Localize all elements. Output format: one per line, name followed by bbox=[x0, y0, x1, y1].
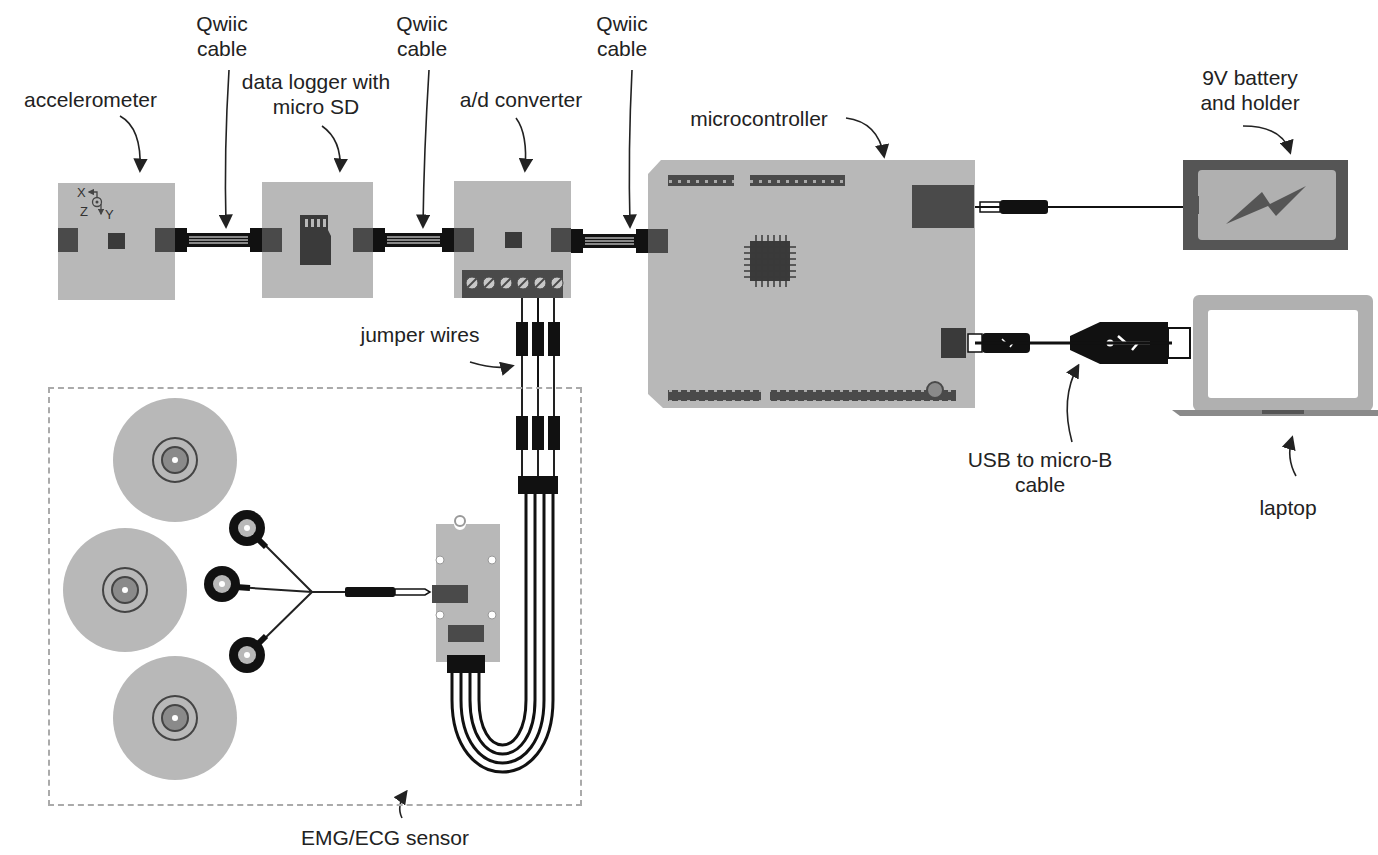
cable-stripe bbox=[387, 243, 440, 244]
cable-label: USB to micro-B cable bbox=[950, 448, 1130, 498]
cable-stripe bbox=[189, 237, 248, 238]
cable-stripe bbox=[585, 244, 634, 245]
jumper-wire bbox=[516, 298, 560, 494]
cable bbox=[373, 233, 454, 247]
part-label: 9V battery and holder bbox=[1185, 66, 1315, 116]
cable bbox=[175, 233, 262, 247]
part-label: EMG/ECG sensor bbox=[285, 826, 485, 851]
sensor-board: accelerometer bbox=[58, 183, 175, 300]
cable-label: jumper wires bbox=[345, 323, 495, 348]
part-label: microcontroller bbox=[674, 107, 844, 132]
cable bbox=[975, 342, 1172, 345]
data-logger-board bbox=[262, 182, 373, 298]
sensor-group: EMG/ECG sensor bbox=[48, 387, 582, 806]
cable-stripe bbox=[585, 241, 634, 242]
usb-plug bbox=[968, 322, 1190, 364]
leader-line bbox=[120, 70, 1296, 818]
cable-label: Qwiic cable bbox=[387, 12, 457, 62]
part-label: a/d converter bbox=[451, 88, 591, 113]
axis-label: Z bbox=[80, 205, 88, 218]
cable bbox=[975, 206, 1183, 208]
controller-board: microcontroller bbox=[648, 160, 975, 408]
laptop-figure bbox=[1172, 295, 1378, 416]
cable-label: Qwiic cable bbox=[587, 12, 657, 62]
cable-stripe bbox=[189, 240, 248, 241]
battery-holder bbox=[1183, 160, 1348, 250]
part-label: laptop bbox=[1248, 496, 1328, 521]
laptop-box: laptop bbox=[1172, 295, 1378, 420]
cable-label: Qwiic cable bbox=[187, 12, 257, 62]
sensor-board bbox=[432, 516, 500, 673]
cable-stripe bbox=[189, 243, 248, 244]
microcontroller-board bbox=[648, 160, 975, 408]
qwiic-plug bbox=[175, 228, 648, 253]
cable bbox=[571, 234, 648, 248]
cable-stripe bbox=[585, 238, 634, 239]
accelerometer-board bbox=[58, 183, 175, 300]
axis-label: X bbox=[77, 186, 86, 199]
part-label: accelerometer bbox=[13, 88, 168, 113]
axis-label: Y bbox=[105, 208, 114, 221]
electrode-lead bbox=[204, 510, 430, 673]
part-label: data logger with micro SD bbox=[241, 70, 391, 120]
cable-stripe bbox=[387, 237, 440, 238]
sensor-board: a/d converter bbox=[454, 181, 571, 298]
sensor-board: data logger with micro SD bbox=[262, 182, 373, 298]
battery-box: 9V battery and holder bbox=[1183, 160, 1348, 250]
cable-stripe bbox=[387, 240, 440, 241]
cable bbox=[537, 298, 539, 387]
adc-board bbox=[454, 181, 571, 298]
